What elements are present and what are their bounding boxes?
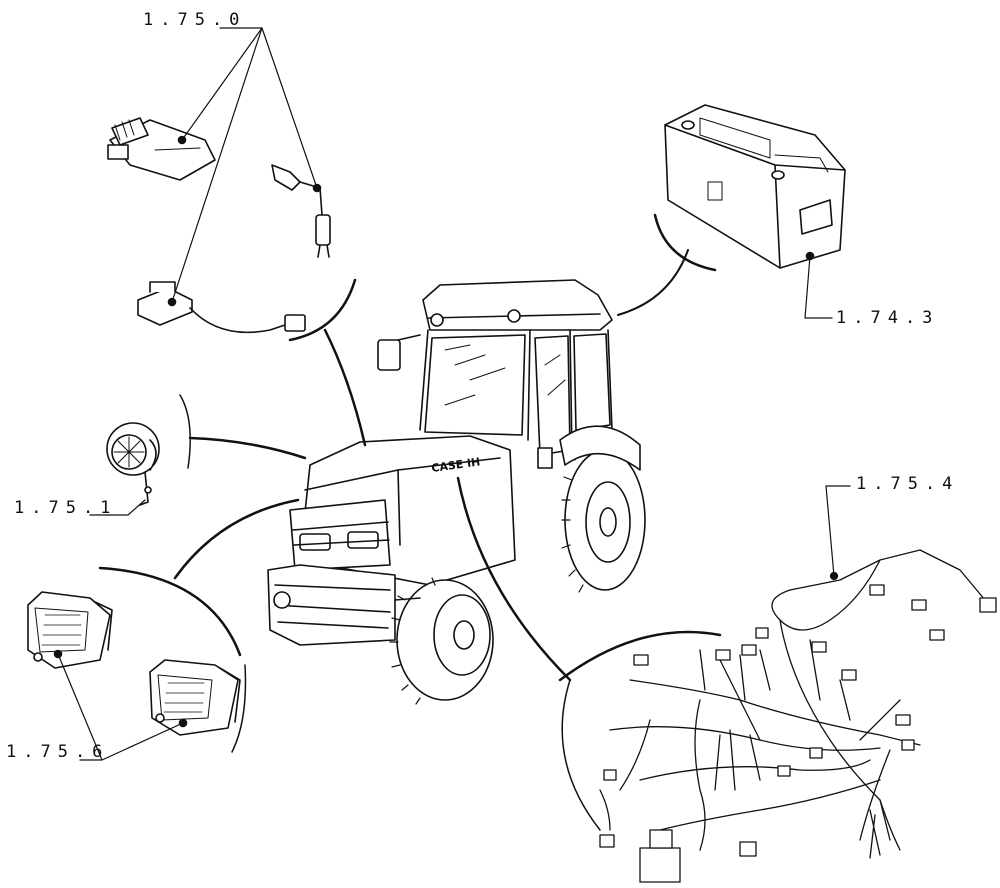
callout-harness-ref: 1.75.4 <box>856 474 960 494</box>
horn-part-group <box>89 394 307 516</box>
lights-part-group <box>27 498 300 761</box>
callout-sensors-ref: 1.75.0 <box>143 10 247 30</box>
battery-part-group <box>617 104 846 319</box>
wiring-harness-group <box>456 476 997 883</box>
callout-lights-ref: 1.75.6 <box>6 742 110 762</box>
callout-horn-ref: 1.75.1 <box>14 498 118 518</box>
callout-battery-ref: 1.74.3 <box>836 308 940 328</box>
sensor-parts-group <box>107 27 367 447</box>
tractor-illustration: CASE IH <box>267 279 646 705</box>
